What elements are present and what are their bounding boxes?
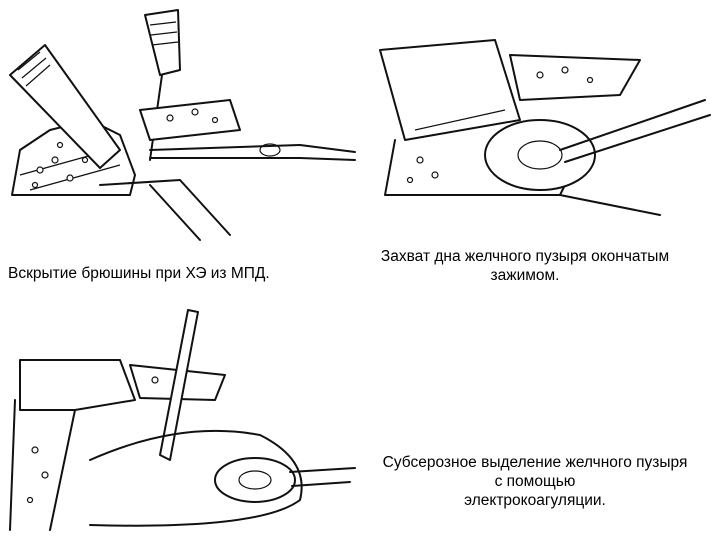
caption-subserous-line2: с помощью — [494, 473, 576, 490]
illustration-gallbladder-grasp: Захват дна желчного пузыря окончатым заж… — [360, 0, 720, 300]
caption-gallbladder-grasp-line2: зажимом. — [490, 267, 560, 284]
illustration-peritoneum-incision: Вскрытие брюшины при ХЭ из МПД. — [0, 0, 360, 282]
caption-subserous-line1: Субсерозное выделение желчного пузыря — [382, 454, 688, 471]
caption-subserous-line3: электрокоагуляции. — [464, 492, 606, 509]
caption-gallbladder-grasp-line1: Захват дна желчного пузыря окончатым — [380, 248, 670, 265]
caption-peritoneum-incision: Вскрытие брюшины при ХЭ из МПД. — [8, 265, 270, 282]
illustration-subserous-dissection: Субсерозное выделение желчного пузыря с … — [0, 300, 720, 540]
